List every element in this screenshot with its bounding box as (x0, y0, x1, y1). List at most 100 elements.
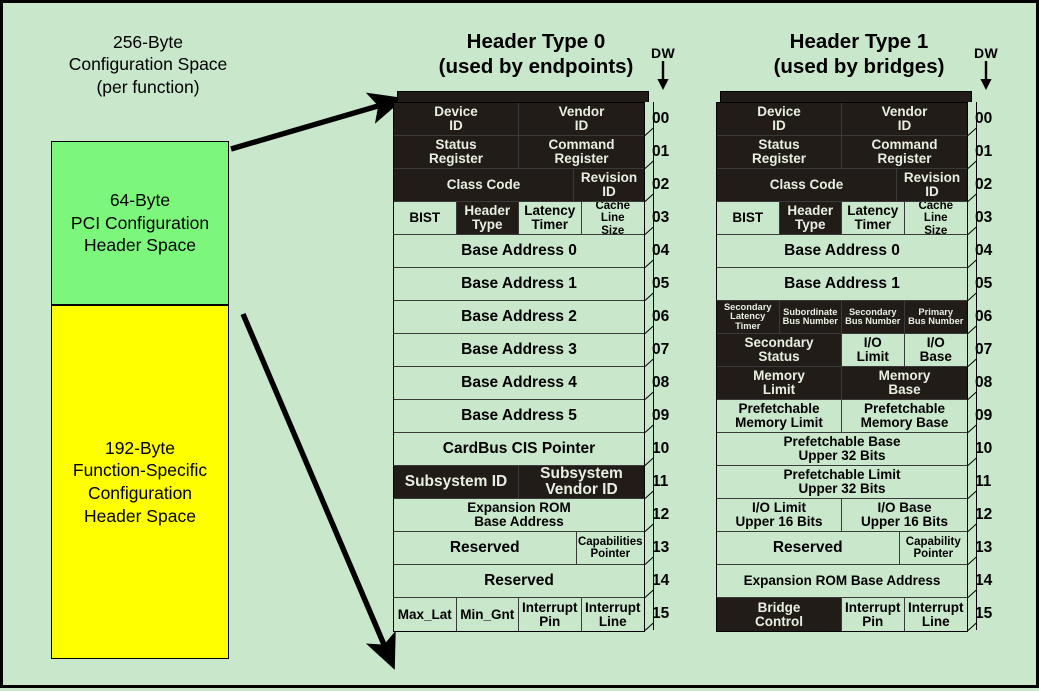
table-top-face-1 (720, 91, 972, 103)
header-type-0-block: Header Type 0 (used by endpoints) DW Dev… (393, 29, 679, 633)
dw-number: 01 (652, 142, 670, 160)
dw-number: 05 (975, 274, 993, 292)
register-field-label: Base Address 5 (461, 407, 577, 425)
register-row: Base Address 1 (717, 268, 967, 302)
dw-number: 05 (652, 274, 670, 292)
header-type-1-title: Header Type 1 (used by bridges) (716, 29, 1002, 79)
dw-down-arrow-1 (980, 61, 992, 91)
dw-number: 03 (975, 208, 993, 226)
register-field: Expansion ROM Base Address (717, 565, 967, 598)
register-row: Base Address 0 (717, 235, 967, 269)
dw-number: 02 (975, 175, 993, 193)
dw-number: 04 (975, 241, 993, 259)
dw-number: 01 (975, 142, 993, 160)
register-field-label: Base Address 4 (461, 374, 577, 392)
dw-number: 08 (652, 373, 670, 391)
register-row: Reserved (394, 565, 644, 599)
register-field: CardBus CIS Pointer (394, 433, 644, 466)
depth-right-face (645, 102, 654, 631)
register-field: Class Code (394, 169, 574, 202)
dw-number: 07 (652, 340, 670, 358)
dw-number: 11 (975, 472, 992, 490)
register-field: Base Address 0 (717, 235, 967, 268)
register-field-label: Expansion ROM Base Address (743, 573, 941, 589)
register-field: Subsystem ID (394, 466, 519, 499)
register-field-label: BIST (732, 210, 764, 226)
register-field-label: Class Code (446, 177, 521, 193)
dw-number: 08 (975, 373, 993, 391)
register-field-label: Class Code (769, 177, 844, 193)
register-field-label: Base Address 1 (784, 275, 900, 293)
dw-number: 13 (975, 538, 993, 556)
dw-number: 02 (652, 175, 670, 193)
register-field-label: Reserved (772, 539, 843, 557)
dw-number: 10 (975, 439, 993, 457)
dw-header-label-1: DW (974, 45, 998, 62)
dw-number: 06 (652, 307, 670, 325)
register-field: Base Address 1 (394, 268, 644, 301)
table-top-face-0 (397, 91, 649, 103)
register-field-label: Base Address 2 (461, 308, 577, 326)
register-row: Base Address 4 (394, 367, 644, 401)
dw-number: 09 (652, 406, 670, 424)
register-field-label: Base Address 1 (461, 275, 577, 293)
register-field: Max_Lat (394, 598, 457, 632)
register-row: CardBus CIS Pointer (394, 433, 644, 467)
dw-number: 10 (652, 439, 670, 457)
register-field-label: Base Address 0 (784, 242, 900, 260)
register-field: Reserved (394, 565, 644, 598)
header-type-1-title-line2: (used by bridges) (773, 55, 945, 79)
